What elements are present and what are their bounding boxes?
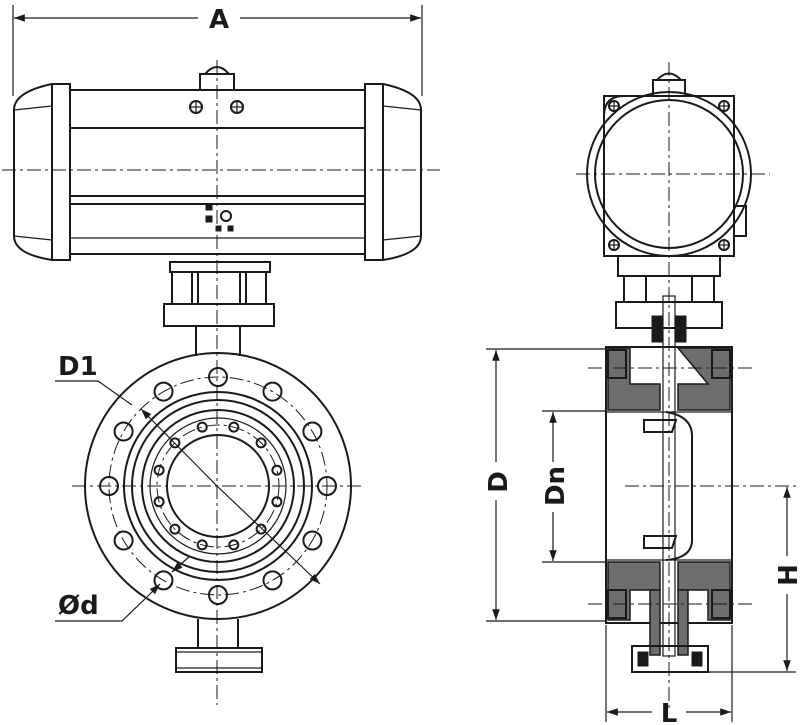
front-centerlines [2, 60, 440, 705]
label-d-hole: Ød [58, 591, 99, 621]
bolt-hole [302, 530, 323, 551]
bolt-hole [208, 367, 228, 387]
side-view: D Dn H L [484, 62, 800, 725]
label-d1: D1 [58, 352, 98, 382]
label-a: A [209, 5, 229, 35]
bolt-hole [153, 381, 174, 402]
bolt-hole [228, 421, 240, 433]
bolt-hole [153, 570, 174, 591]
label-l: L [661, 699, 678, 725]
label-d: D [484, 471, 514, 493]
bolt-hole [262, 570, 283, 591]
bolt-hole [271, 464, 283, 476]
dimension-h: H [708, 487, 800, 673]
bolt-hole [169, 523, 181, 535]
bolt-hole [196, 539, 208, 551]
bolt-hole [302, 421, 323, 442]
label-h: H [774, 564, 800, 586]
bolt-hole [113, 421, 134, 442]
label-dn: Dn [541, 466, 571, 506]
bolt-hole [113, 530, 134, 551]
bolt-hole [169, 437, 181, 449]
screw-icon [230, 100, 244, 114]
side-centerlines [576, 62, 800, 710]
bolt-hole [255, 437, 267, 449]
screw-icon [189, 100, 203, 114]
bottom-trunnion [175, 619, 263, 673]
dimension-d: D [484, 348, 606, 622]
screw-icon [718, 100, 730, 112]
bolt-hole [196, 421, 208, 433]
bolt-hole [255, 523, 267, 535]
bolt-hole [208, 585, 228, 605]
bolt-holes-inner [153, 421, 283, 551]
bolt-hole [271, 496, 283, 508]
mounting-bracket [163, 261, 275, 356]
dimension-d1: D1 [55, 352, 321, 585]
screw-icon [718, 239, 730, 251]
dimension-l: L [605, 625, 733, 725]
bolt-hole [153, 464, 165, 476]
dimension-bolt-hole: Ød [55, 555, 191, 622]
screw-icon [608, 239, 620, 251]
bolt-hole [262, 381, 283, 402]
dimension-dn: Dn [541, 410, 606, 563]
bolt-hole [228, 539, 240, 551]
screw-icon [608, 100, 620, 112]
dimension-a: A [12, 5, 423, 96]
bolt-hole [153, 496, 165, 508]
front-view: A [2, 5, 440, 705]
